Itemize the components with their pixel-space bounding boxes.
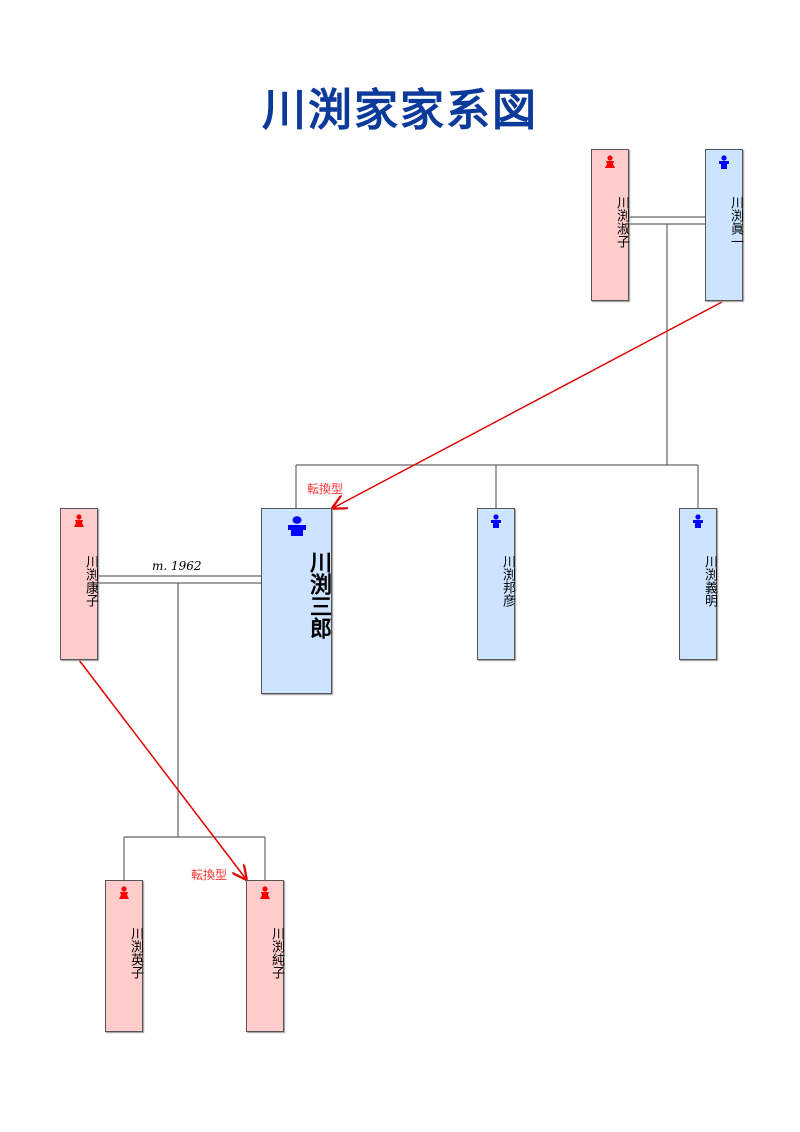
person-box-eiko[interactable]: 川渕英子: [105, 880, 143, 1032]
person-name: 川渕淑子: [614, 196, 629, 248]
female-person-icon: [605, 155, 615, 168]
marriage-line-yoshiko-shinichi: [629, 216, 705, 225]
transfer-arrow-shinichi-saburo: [333, 301, 723, 508]
person-box-junko[interactable]: 川渕純子: [246, 880, 284, 1032]
person-box-yasuko[interactable]: 川渕康子: [60, 508, 98, 660]
person-name: 川渕眞一: [728, 196, 743, 248]
marriage-line-yasuko-saburo: [98, 575, 261, 584]
transfer-arrow-yasuko-junko: [78, 659, 246, 879]
person-box-kunihiko[interactable]: 川渕邦彦: [477, 508, 515, 660]
male-person-icon: [287, 516, 306, 536]
marriage-year-label: m. 1962: [152, 559, 202, 573]
person-box-shinichi[interactable]: 川渕眞一: [705, 149, 743, 301]
person-name: 川渕康子: [83, 555, 98, 607]
page-title: 川渕家家系図: [262, 85, 538, 136]
descent-line-second-generation: [123, 583, 266, 880]
transfer-label-junko: 転換型: [191, 868, 228, 882]
male-person-icon: [491, 514, 501, 528]
male-person-icon: [719, 155, 729, 169]
transfer-label-saburo: 転換型: [307, 482, 344, 496]
person-box-yoshiko[interactable]: 川渕淑子: [591, 149, 629, 301]
descent-line-first-generation: [295, 224, 699, 508]
male-person-icon: [693, 514, 703, 528]
person-name: 川渕義明: [702, 555, 717, 607]
female-person-icon: [74, 514, 84, 527]
female-person-icon: [119, 886, 129, 899]
person-name: 川渕純子: [269, 927, 284, 979]
person-box-saburo[interactable]: 川渕三郎: [261, 508, 332, 694]
person-name: 川渕三郎: [306, 551, 332, 639]
person-box-yoshiaki[interactable]: 川渕義明: [679, 508, 717, 660]
female-person-icon: [260, 886, 270, 899]
person-name: 川渕邦彦: [500, 555, 515, 607]
person-name: 川渕英子: [128, 927, 143, 979]
